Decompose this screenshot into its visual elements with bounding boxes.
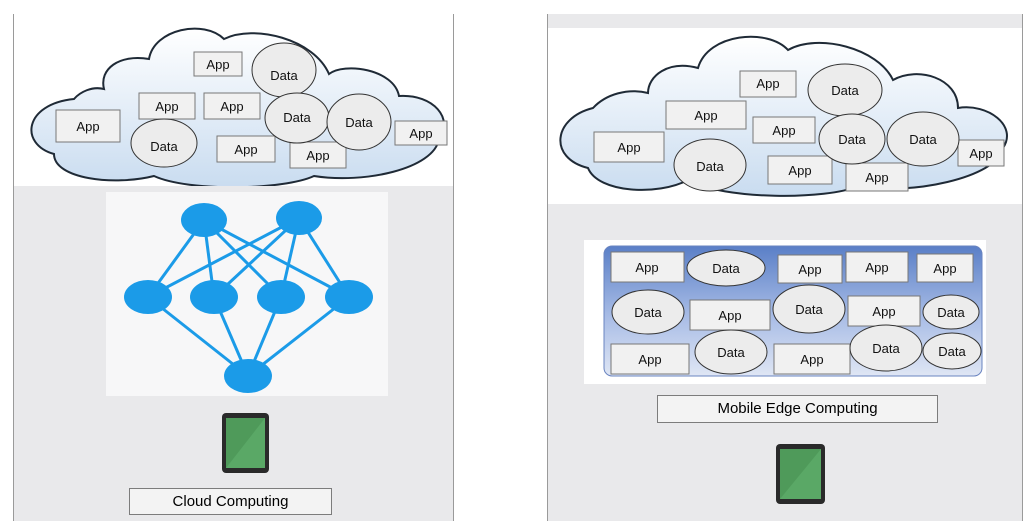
app-box: App — [739, 70, 797, 98]
network-node — [224, 359, 272, 393]
svg-text:App: App — [788, 163, 811, 178]
svg-text:Data: Data — [872, 341, 900, 356]
app-box: App — [593, 131, 665, 163]
svg-text:Data: Data — [270, 68, 298, 83]
app-box: App — [289, 141, 347, 169]
app-box: App — [193, 51, 243, 77]
data-ellipse: Data — [694, 329, 768, 375]
svg-text:App: App — [800, 352, 823, 367]
svg-text:Data: Data — [795, 302, 823, 317]
edge-server-icon: App Data App App App Data App Data App D… — [584, 240, 986, 384]
svg-text:App: App — [306, 148, 329, 163]
app-box: App — [216, 135, 276, 163]
app-box: App — [610, 251, 685, 283]
data-ellipse: Data — [251, 42, 317, 98]
data-ellipse: Data — [849, 324, 923, 372]
svg-text:Data: Data — [838, 132, 866, 147]
data-ellipse: Data — [130, 118, 198, 168]
svg-text:Data: Data — [909, 132, 937, 147]
svg-text:Data: Data — [696, 159, 724, 174]
app-box: App — [55, 109, 121, 143]
svg-text:App: App — [234, 142, 257, 157]
svg-text:App: App — [969, 146, 992, 161]
svg-text:Data: Data — [345, 115, 373, 130]
app-box: App — [138, 92, 196, 120]
app-box: App — [847, 295, 921, 327]
data-ellipse: Data — [264, 92, 330, 144]
cloud-area: App App App App App App App Data Data Da… — [14, 14, 453, 189]
svg-text:App: App — [220, 99, 243, 114]
data-ellipse: Data — [673, 138, 747, 192]
network-node — [325, 280, 373, 314]
svg-text:App: App — [155, 99, 178, 114]
data-ellipse: Data — [886, 111, 960, 167]
svg-text:Data: Data — [634, 305, 662, 320]
svg-text:App: App — [617, 140, 640, 155]
app-box: App — [845, 251, 909, 283]
app-box: App — [845, 162, 909, 192]
svg-text:Data: Data — [717, 345, 745, 360]
svg-text:App: App — [76, 119, 99, 134]
cloud-computing-panel: App App App App App App App Data Data Da… — [13, 14, 454, 521]
svg-text:App: App — [933, 261, 956, 276]
svg-text:App: App — [694, 108, 717, 123]
svg-text:Data: Data — [283, 110, 311, 125]
mobile-edge-computing-panel: App App App App App App App Data Data Da… — [547, 14, 1023, 521]
network-node — [181, 203, 227, 237]
caption-cloud-computing: Cloud Computing — [129, 488, 332, 515]
data-ellipse: Data — [326, 93, 392, 151]
svg-text:App: App — [638, 352, 661, 367]
svg-text:Data: Data — [831, 83, 859, 98]
app-box: App — [610, 343, 690, 375]
app-box: App — [767, 155, 833, 185]
svg-text:Data: Data — [150, 139, 178, 154]
app-box: App — [665, 100, 747, 130]
svg-text:App: App — [772, 123, 795, 138]
svg-text:Data: Data — [938, 344, 966, 359]
tablet-icon — [775, 443, 826, 505]
app-box: App — [957, 139, 1005, 167]
cloud-icon: App App App App App App App Data Data Da… — [30, 27, 448, 189]
app-box: App — [773, 343, 851, 375]
svg-text:App: App — [865, 170, 888, 185]
app-box: App — [203, 92, 261, 120]
data-ellipse: Data — [818, 113, 886, 165]
svg-text:App: App — [798, 262, 821, 277]
data-ellipse: Data — [686, 249, 766, 287]
network-node — [124, 280, 172, 314]
cloud-area: App App App App App App App Data Data Da… — [548, 28, 1022, 204]
svg-text:App: App — [756, 76, 779, 91]
tablet-icon — [221, 412, 270, 474]
svg-text:App: App — [635, 260, 658, 275]
neural-network-icon — [106, 192, 388, 396]
cloud-icon: App App App App App App App Data Data Da… — [559, 35, 1008, 197]
app-box: App — [916, 253, 974, 283]
network-node — [190, 280, 238, 314]
data-ellipse: Data — [772, 284, 846, 334]
network-node — [257, 280, 305, 314]
app-box: App — [394, 120, 448, 146]
data-ellipse: Data — [922, 294, 980, 330]
svg-text:App: App — [872, 304, 895, 319]
svg-text:App: App — [865, 260, 888, 275]
svg-text:App: App — [409, 126, 432, 141]
caption-mobile-edge-computing: Mobile Edge Computing — [657, 395, 938, 423]
svg-text:App: App — [718, 308, 741, 323]
app-box: App — [777, 254, 843, 284]
app-box: App — [752, 116, 816, 144]
svg-text:Data: Data — [712, 261, 740, 276]
data-ellipse: Data — [922, 332, 982, 370]
data-ellipse: Data — [807, 63, 883, 117]
app-box: App — [689, 299, 771, 331]
svg-text:App: App — [206, 57, 229, 72]
svg-text:Data: Data — [937, 305, 965, 320]
network-node — [276, 201, 322, 235]
data-ellipse: Data — [611, 289, 685, 335]
